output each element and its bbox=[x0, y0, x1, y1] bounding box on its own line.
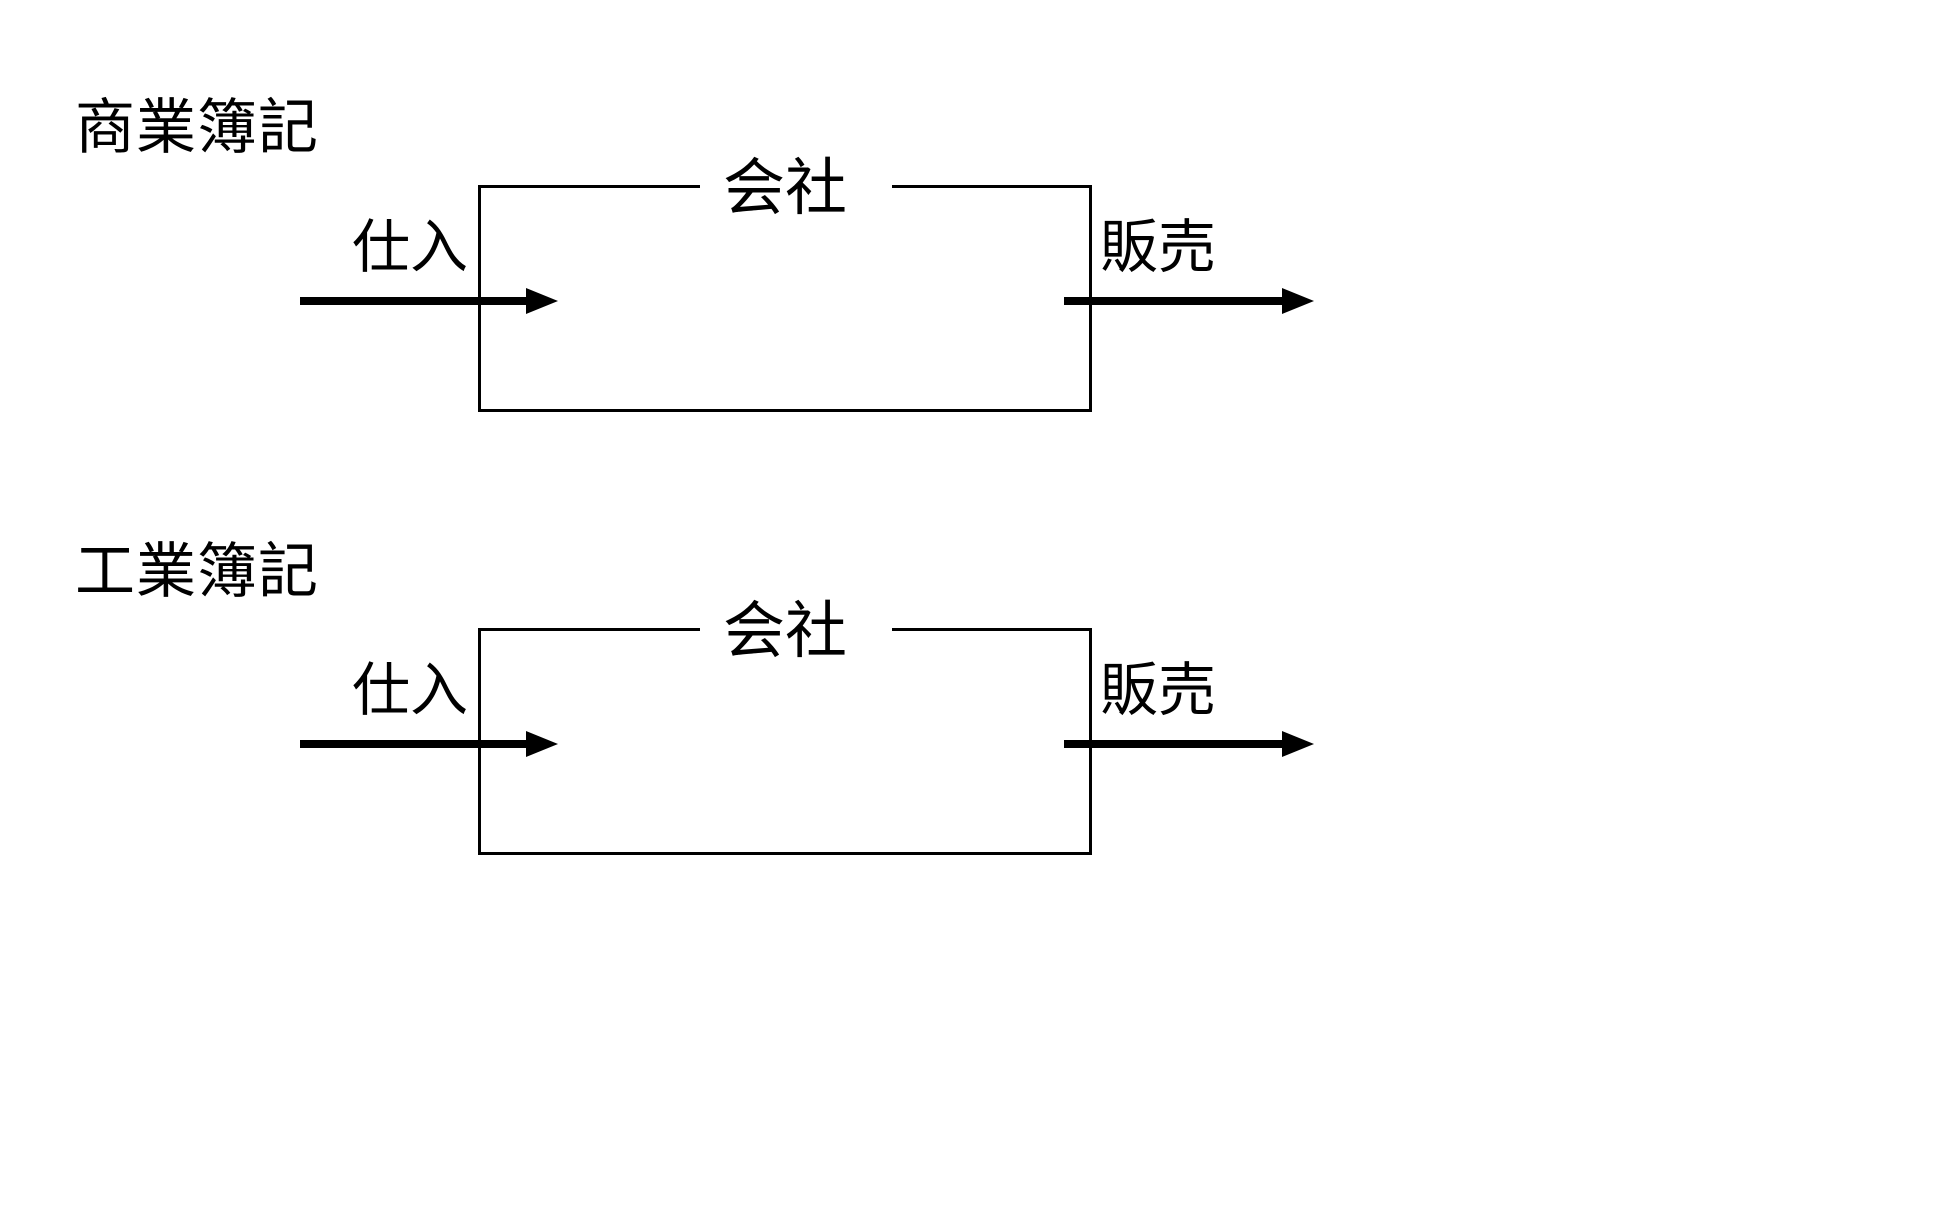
output-label-sales-industrial: 販売 bbox=[1100, 656, 1217, 724]
input-label-purchase-industrial: 仕入 bbox=[352, 656, 469, 724]
input-label-purchase-commercial: 仕入 bbox=[352, 213, 469, 281]
purchase-arrow-commercial bbox=[300, 288, 558, 314]
box-top-border-right bbox=[892, 628, 1092, 631]
box-top-border-right bbox=[892, 185, 1092, 188]
box-caption-company-commercial: 会社 bbox=[712, 157, 858, 219]
box-bottom-border bbox=[478, 852, 1092, 855]
box-top-border-left bbox=[478, 185, 700, 188]
box-bottom-border bbox=[478, 409, 1092, 412]
section-label-industrial: 工業簿記 bbox=[75, 537, 319, 607]
section-label-commercial: 商業簿記 bbox=[75, 93, 319, 163]
purchase-arrow-industrial bbox=[300, 731, 558, 757]
box-caption-company-industrial: 会社 bbox=[712, 600, 858, 662]
sales-arrow-commercial bbox=[1064, 288, 1314, 314]
box-top-border-left bbox=[478, 628, 700, 631]
sales-arrow-industrial bbox=[1064, 731, 1314, 757]
output-label-sales-commercial: 販売 bbox=[1100, 213, 1217, 281]
